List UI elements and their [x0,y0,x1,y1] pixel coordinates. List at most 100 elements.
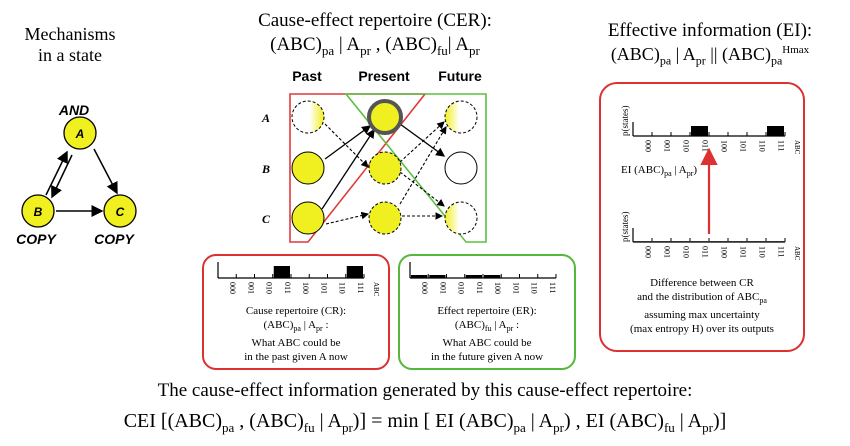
f-p3: | A [314,410,342,432]
ei-top-tick-label: 100 [720,140,729,152]
er-line1: Effect repertoire (ER): [437,305,537,317]
cr-l2-p2: | A [300,319,317,331]
ei-desc-l2-s1: pa [759,296,767,306]
er-line2: (ABC)fu | Apr : [400,318,574,336]
ei-label-s1: pa [664,169,672,179]
footer-line1: The cause-effect information generated b… [157,380,693,401]
arrow-c-fa [399,126,447,205]
cr-tick-label: 000 [228,282,237,294]
cr-tick-label: 111 [356,282,365,293]
cr-l2-s1: pa [293,324,301,334]
er-bar-000 [411,275,428,278]
ei-label-p2: | A [671,164,687,176]
ei-top-bar-111 [767,126,784,136]
cer-sub-p1: (ABC) [270,34,322,55]
cer-subtitle: (ABC)pa | Apr , (ABC)fu| Apr [225,34,525,59]
row-b: B [261,162,270,176]
er-bar-100 [484,275,501,278]
f-s4: pa [513,420,526,435]
ei-sub-p2: | A [671,44,696,64]
er-l2-s1: fu [484,324,492,334]
cr-tick-label: 100 [301,282,310,294]
ei-label: EI (ABC)pa | Apr) [621,164,698,179]
cr-line2: (ABC)pa | Apr : [204,318,388,336]
footer-formula: CEI [(ABC)pa , (ABC)fu | Apr)] = min [ E… [0,410,850,436]
cr-tick-label: 010 [265,282,274,294]
node-a-label: A [75,127,85,141]
edge-b-to-a [45,150,68,196]
cr-l2-s2: pr [316,324,323,334]
f-p2: , (ABC) [234,410,304,432]
mechanism-network: A B C AND COPY COPY [16,102,137,247]
ei-bottom-tick-label: 101 [739,246,748,258]
mechanisms-title: Mechanisms in a state [10,24,130,66]
cr-description: Cause repertoire (CR): (ABC)pa | Apr : W… [204,304,388,364]
ei-description: Difference between CR and the distributi… [601,276,803,336]
ei-bottom-bar-100 [710,241,727,242]
er-line3: What ABC could be [442,337,532,350]
f-s5: pr [553,420,564,435]
er-tick-label: 011 [475,282,484,294]
ei-bottom-bar-011 [691,241,708,242]
ei-bottom-tick-label: 000 [644,246,653,258]
ei-top-tick-label: 111 [777,140,786,151]
ei-sub-p3: || (ABC) [705,44,771,64]
ei-bottom-tick-label: 100 [720,246,729,258]
mechanisms-title-line2: in a state [38,45,102,65]
cer-sub-s3: fu [436,42,448,58]
row-a: A [261,111,270,125]
edge-a-to-c [93,148,118,195]
ei-label-p3: ) [693,164,698,176]
cr-x-label: ABC [372,282,380,297]
er-tick-label: 010 [457,282,466,294]
edge-a-to-b [51,154,73,199]
ei-title: Effective information (EI): [607,20,813,41]
col-present: Present [358,68,410,84]
ei-sub-s3: pa [770,53,783,68]
ei-top-x-label: ABC [793,140,801,155]
ei-top-y-label: p(states) [620,106,630,137]
ei-desc-line1: Difference between CR [650,277,754,289]
ei-bottom-bar-000 [634,241,651,242]
ei-sub-p1: (ABC) [610,44,660,64]
cr-line3: What ABC could be [251,337,341,350]
er-l2-p2: | A [491,319,507,331]
f-p7: | A [674,410,703,432]
arrow-b-fc [399,171,445,207]
er-l2-p1: (ABC) [454,319,485,331]
er-bar-001 [429,275,446,278]
cer-sub-p2: | A [334,34,361,55]
f-s2: fu [303,420,315,435]
f-p4: )] = min [ EI (ABC) [352,410,514,432]
future-a-node [444,100,478,134]
cer-sub-p4: | A [447,34,470,55]
ei-bottom-bar-101 [729,241,746,242]
cr-tick-label: 110 [338,282,347,294]
node-a [63,116,97,150]
ei-top-tick-label: 010 [682,140,691,152]
ei-top-tick-label: 110 [758,140,767,152]
cr-l2-p1: (ABC) [263,319,294,331]
f-s3: pr [341,420,353,435]
f-s1: pa [222,420,235,435]
er-tick-label: 111 [548,282,557,293]
past-a-node [291,100,325,134]
ei-sub-s2: pr [695,53,706,68]
ei-bottom-bar-001 [653,241,670,242]
ei-bottom-x-label: ABC [793,246,801,261]
mechanisms-title-line1: Mechanisms [24,24,116,44]
node-b-label: B [34,205,43,219]
ei-bottom-y-label: p(states) [620,212,630,243]
er-tick-label: 000 [420,282,429,294]
ei-bottom-tick-label: 011 [701,246,710,258]
ei-bottom-tick-label: 111 [777,246,786,257]
cer-sub-s1: pa [321,42,335,58]
er-tick-label: 001 [438,282,447,294]
ei-sub-s1: pa [659,53,672,68]
er-tick-label: 101 [511,282,520,294]
er-tick-label: 110 [530,282,539,294]
present-a-node [367,99,403,135]
past-c-node [291,201,325,235]
